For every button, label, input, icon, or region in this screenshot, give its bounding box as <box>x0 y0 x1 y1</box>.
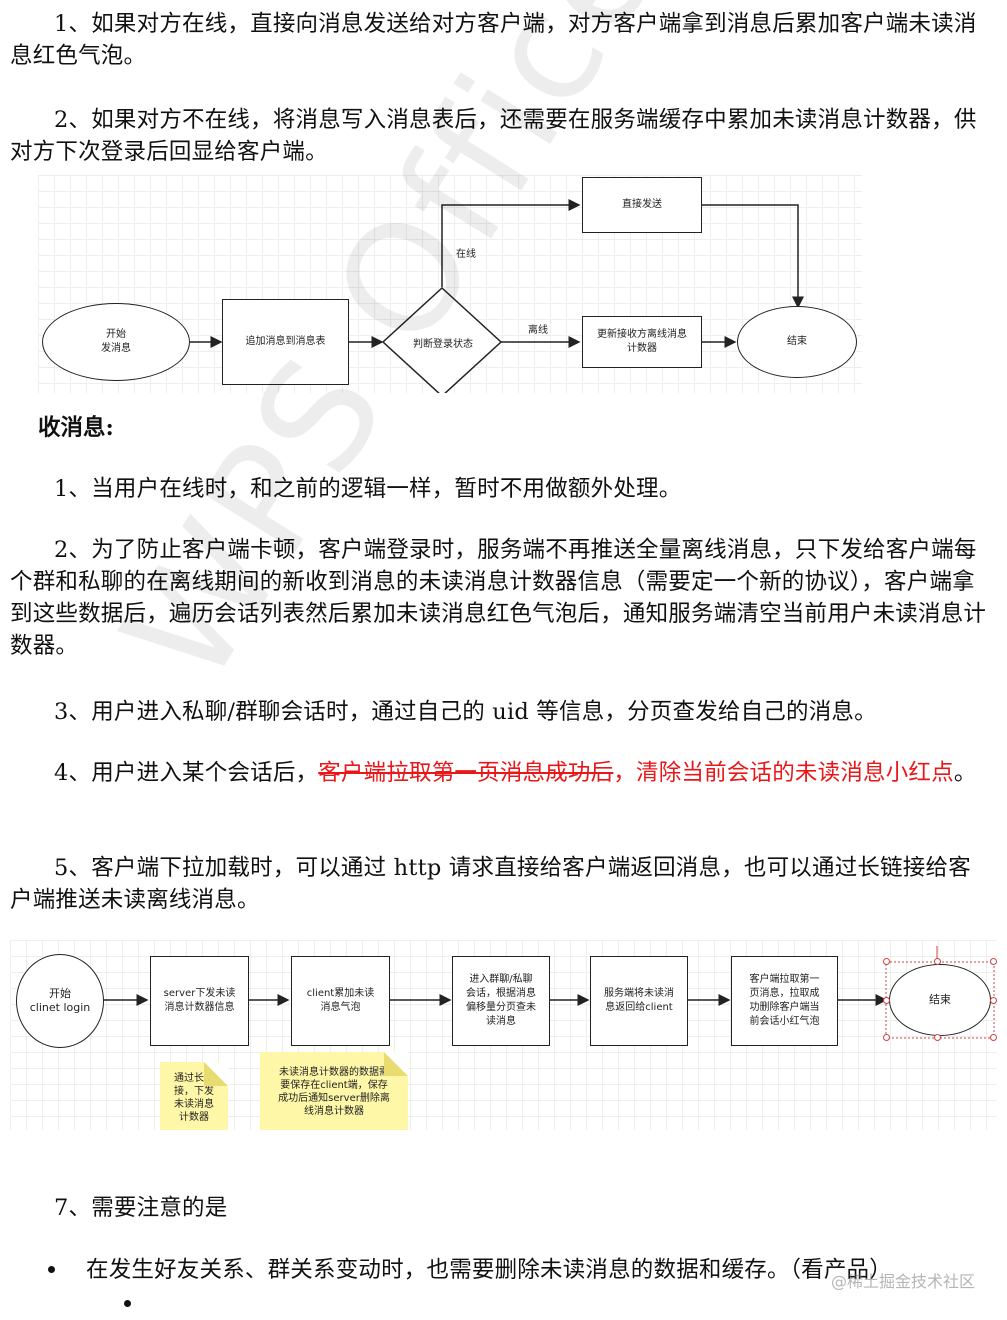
start-node-label: 开始 发消息 <box>101 329 131 354</box>
server-send-counter-box: server下发未读 消息计数器信息 <box>150 956 249 1046</box>
server-return-label: 服务端将未读消 息返回给client <box>604 988 674 1013</box>
client-fetch-first-page-box: 客户端拉取第一 页消息，拉取成 功删除客户端当 前会话小红气泡 <box>731 956 838 1046</box>
resize-handle-bl[interactable] <box>883 1034 890 1041</box>
enter-session-box: 进入群聊/私聊 会话，根据消息 偏移量分页查未 读消息 <box>452 956 550 1046</box>
append-message-label: 追加消息到消息表 <box>245 336 326 347</box>
r4-prefix: 4、用户进入某个会话后， <box>54 760 319 786</box>
sticky-note-client-storage: 未读消息计数器的数据需 要保存在client端，保存 成功后通知server删除… <box>260 1052 408 1130</box>
decision-diamond <box>381 286 503 393</box>
server-send-counter-label: server下发未读 消息计数器信息 <box>163 988 236 1013</box>
paragraph-2: 2、如果对方不在线，将消息写入消息表后，还需要在服务端缓存中累加未读消息计数器，… <box>10 107 977 165</box>
update-counter-label: 更新接收方离线消息 计数器 <box>597 329 687 354</box>
receive-paragraph-4: 4、用户进入某个会话后，客户端拉取第一页消息成功后，清除当前会话的未读消息小红点… <box>10 757 992 789</box>
resize-handle-l[interactable] <box>883 997 890 1004</box>
juejin-corner-watermark: @稀土掘金技术社区 <box>830 1272 975 1291</box>
resize-handle-b[interactable] <box>934 1034 941 1041</box>
r4-red-text: ，清除当前会话的未读消息小红点 <box>613 760 954 786</box>
client-accumulate-label: client累加未读 消息气泡 <box>306 988 375 1013</box>
online-label: 在线 <box>456 249 476 260</box>
enter-session-label: 进入群聊/私聊 会话，根据消息 偏移量分页查未 读消息 <box>466 974 536 1027</box>
send-flow-diagram: 开始 发消息 追加消息到消息表 判断登录状态 在线 离线 直接发送 更新接收方离… <box>38 175 862 393</box>
sticky-note-long-link: 通过长链 接，下发 未读消息 计数器 <box>160 1062 228 1130</box>
client-accumulate-box: client累加未读 消息气泡 <box>291 956 390 1046</box>
start-login-node: 开始 clinet login <box>16 954 104 1048</box>
resize-handle-r[interactable] <box>990 997 997 1004</box>
server-return-box: 服务端将未读消 息返回给client <box>590 956 688 1046</box>
paragraph-1: 1、如果对方在线，直接向消息发送给对方客户端，对方客户端拿到消息后累加客户端未读… <box>10 11 977 69</box>
append-message-box: 追加消息到消息表 <box>222 299 349 385</box>
sticky-note-long-link-text: 通过长链 接，下发 未读消息 计数器 <box>174 1073 214 1123</box>
direct-send-label: 直接发送 <box>622 199 662 210</box>
notes-heading: 7、需要注意的是 <box>54 1195 228 1221</box>
bullet-text-1: 在发生好友关系、群关系变动时，也需要删除未读消息的数据和缓存。（看产品） <box>86 1257 892 1283</box>
section-heading: 收消息: <box>38 415 114 441</box>
update-counter-box: 更新接收方离线消息 计数器 <box>582 316 702 368</box>
receive-paragraph-2: 2、为了防止客户端卡顿，客户端登录时，服务端不再推送全量离线消息，只下发给客户端… <box>10 537 987 659</box>
resize-handle-tr[interactable] <box>990 958 997 965</box>
offline-label: 离线 <box>528 325 548 336</box>
receive-paragraph-1: 1、当用户在线时，和之前的逻辑一样，暂时不用做额外处理。 <box>54 476 682 502</box>
decision-label: 判断登录状态 <box>413 339 473 350</box>
resize-handle-t[interactable] <box>934 958 941 965</box>
r4-suffix: 。 <box>953 760 977 786</box>
resize-handle-br[interactable] <box>990 1034 997 1041</box>
start-node: 开始 发消息 <box>42 303 190 381</box>
bullet-dot-1 <box>48 1266 55 1273</box>
send-flow-arrows <box>190 199 804 393</box>
end-node-label: 结束 <box>787 336 807 347</box>
end-node-selected[interactable]: 结束 <box>889 964 991 1036</box>
end-node: 结束 <box>737 306 857 378</box>
start-login-label: 开始 clinet login <box>29 987 91 1014</box>
receive-paragraph-3: 3、用户进入私聊/群聊会话时，通过自己的 uid 等信息，分页查发给自己的消息。 <box>54 699 877 725</box>
sticky-note-client-storage-text: 未读消息计数器的数据需 要保存在client端，保存 成功后通知server删除… <box>278 1067 390 1117</box>
end-node-label-2: 结束 <box>929 993 951 1006</box>
receive-flow-diagram: 开始 clinet login server下发未读 消息计数器信息 clien… <box>10 940 997 1130</box>
receive-paragraph-5: 5、客户端下拉加载时，可以通过 http 请求直接给客户端返回消息，也可以通过长… <box>10 855 971 913</box>
resize-handle-tl[interactable] <box>883 958 890 965</box>
client-fetch-first-page-label: 客户端拉取第一 页消息，拉取成 功删除客户端当 前会话小红气泡 <box>749 974 820 1027</box>
bullet-dot-2 <box>124 1300 131 1307</box>
r4-strikethrough-text: 客户端拉取第一页消息成功后 <box>318 760 614 786</box>
direct-send-box: 直接发送 <box>582 177 702 233</box>
